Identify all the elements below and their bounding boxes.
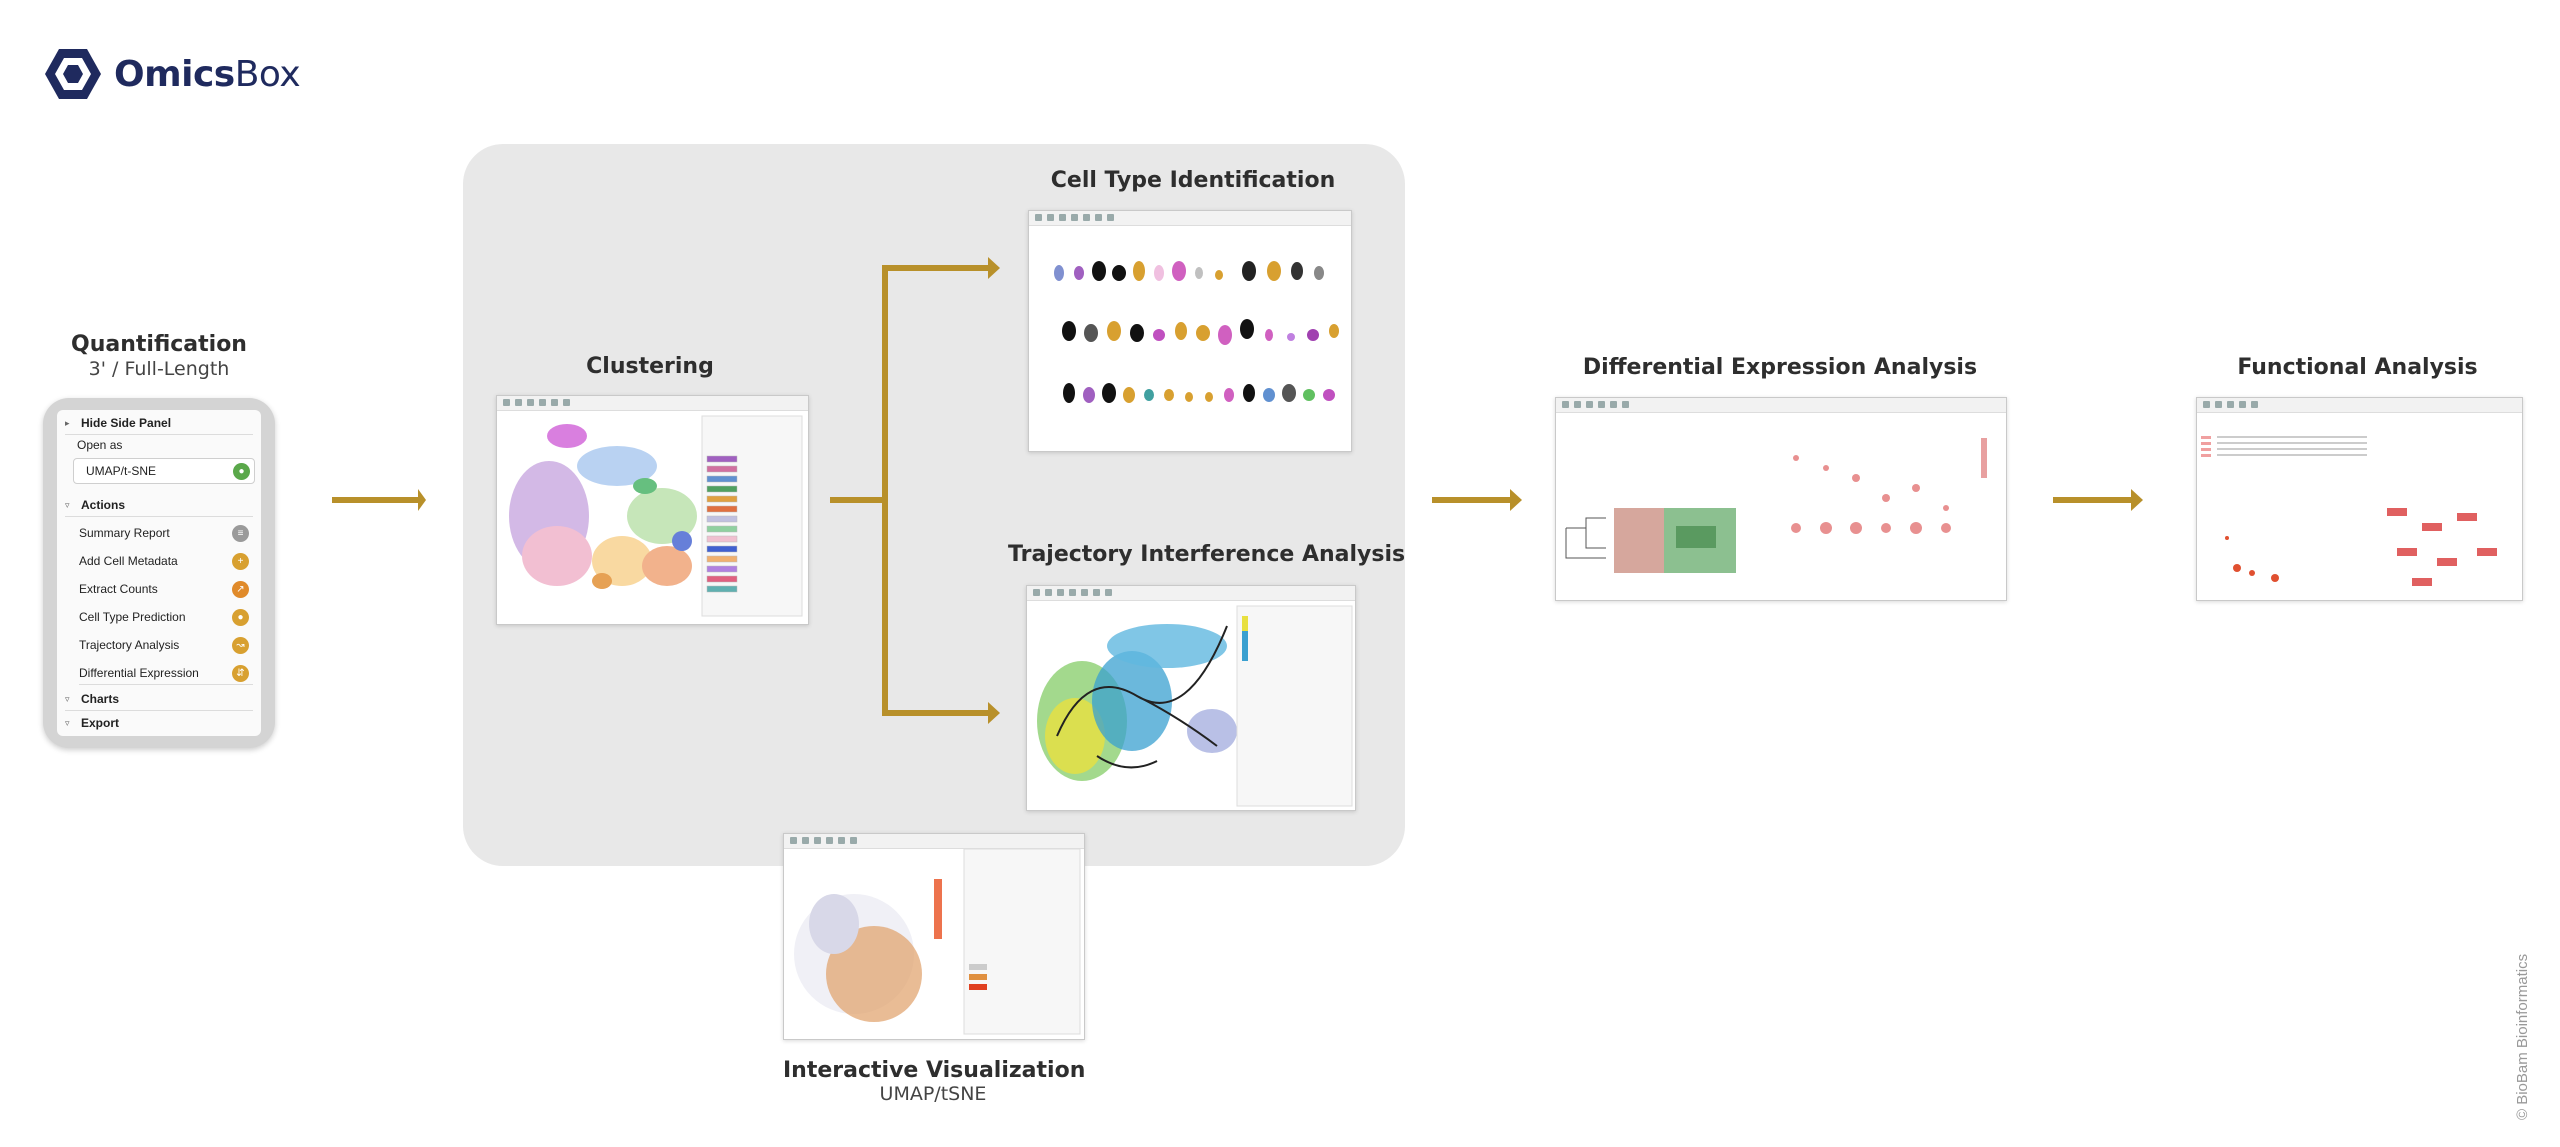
hide-side-panel-label: Hide Side Panel	[81, 416, 172, 430]
arrowhead-icon	[2131, 489, 2143, 511]
interactive-title: Interactive Visualization	[783, 1058, 1086, 1083]
charts-header[interactable]: ▿ Charts	[65, 688, 253, 711]
triangle-right-icon: ▸	[65, 417, 70, 428]
triangle-down-icon: ▿	[65, 717, 70, 728]
charts-label: Charts	[81, 692, 120, 706]
functional-title: Functional Analysis	[2237, 355, 2478, 380]
brand-name: OmicsBox	[114, 53, 301, 95]
interactive-subtitle: UMAP/tSNE	[879, 1083, 987, 1105]
action-differential-expression[interactable]: Differential Expression ⇵	[79, 662, 253, 685]
trajectory-title: Trajectory Interference Analysis	[1008, 542, 1406, 567]
toolbar	[1556, 398, 2006, 413]
action-summary-report[interactable]: Summary Report ≡	[79, 522, 253, 544]
action-label: Add Cell Metadata	[79, 554, 178, 568]
triangle-down-icon: ▿	[65, 693, 70, 704]
toolbar	[1029, 211, 1351, 226]
umap-icon: ●	[233, 463, 250, 480]
actions-label: Actions	[81, 498, 126, 512]
toolbar	[497, 396, 808, 411]
action-label: Differential Expression	[79, 666, 199, 680]
export-label: Export	[81, 716, 120, 730]
action-label: Trajectory Analysis	[79, 638, 180, 652]
omicsbox-hexagon-icon	[45, 49, 101, 99]
cluster-umap-plot	[509, 415, 803, 617]
clustering-screenshot	[496, 395, 809, 625]
arrowhead-icon	[418, 489, 426, 511]
arrowhead-icon	[1510, 489, 1522, 511]
triangle-down-icon: ▿	[65, 499, 70, 510]
umap-open-button[interactable]: UMAP/t-SNE ●	[73, 458, 255, 484]
interactive-screenshot	[783, 833, 1085, 1040]
arrowhead-icon	[988, 702, 1000, 724]
action-label: Cell Type Prediction	[79, 610, 186, 624]
action-add-cell-metadata[interactable]: Add Cell Metadata +	[79, 550, 253, 572]
open-as-label: Open as	[77, 438, 123, 452]
quantification-title: Quantification	[71, 332, 247, 357]
trajectory-plot	[1037, 605, 1353, 807]
action-extract-counts[interactable]: Extract Counts ↗	[79, 578, 253, 600]
heatmap-and-dotplot	[1565, 438, 1987, 573]
export-header[interactable]: ▿ Export	[65, 712, 253, 734]
cell-type-title: Cell Type Identification	[1050, 168, 1336, 193]
functional-screenshot	[2196, 397, 2523, 601]
violin-plots	[1054, 261, 1339, 403]
differential-expression-icon: ⇵	[232, 664, 249, 682]
differential-screenshot	[1555, 397, 2007, 601]
toolbar	[784, 834, 1084, 849]
arrowhead-icon	[988, 257, 1000, 279]
hide-side-panel-row[interactable]: ▸ Hide Side Panel	[65, 412, 253, 435]
add-metadata-icon: +	[232, 552, 249, 570]
clustering-title: Clustering	[586, 354, 714, 379]
umap-label: UMAP/t-SNE	[86, 464, 157, 478]
action-cell-type-prediction[interactable]: Cell Type Prediction ●	[79, 606, 253, 628]
omicsbox-logo: OmicsBox	[44, 44, 301, 104]
trajectory-analysis-icon: ↝	[232, 636, 249, 654]
cell-type-prediction-icon: ●	[232, 608, 249, 626]
action-label: Extract Counts	[79, 582, 158, 596]
actions-header[interactable]: ▿ Actions	[65, 494, 253, 517]
summary-report-icon: ≡	[232, 524, 249, 542]
copyright-text: © BioBam Bioinformatics	[2514, 953, 2531, 1120]
interactive-umap-plot	[794, 848, 1081, 1035]
toolbar	[1027, 586, 1355, 601]
differential-title: Differential Expression Analysis	[1582, 355, 1978, 380]
quantification-subtitle: 3' / Full-Length	[88, 358, 230, 380]
trajectory-screenshot	[1026, 585, 1356, 811]
functional-charts	[2201, 436, 2497, 586]
action-label: Summary Report	[79, 526, 170, 540]
cell-type-screenshot	[1028, 210, 1352, 452]
toolbar	[2197, 398, 2522, 413]
extract-counts-icon: ↗	[232, 580, 249, 598]
side-panel: ▸ Hide Side Panel Open as UMAP/t-SNE ● ▿…	[43, 398, 275, 748]
action-trajectory-analysis[interactable]: Trajectory Analysis ↝	[79, 634, 253, 656]
